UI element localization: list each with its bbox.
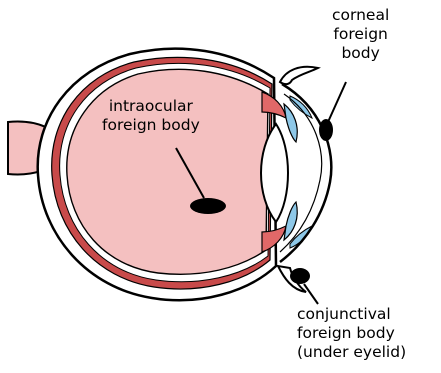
iris-bottom bbox=[284, 202, 297, 240]
corneal-pointer bbox=[328, 82, 346, 122]
intraocular-label: intraocular foreign body bbox=[102, 97, 200, 135]
intraocular-label-line-1: intraocular bbox=[102, 97, 200, 116]
intraocular-label-line-2: foreign body bbox=[102, 116, 200, 135]
corneal-label: corneal foreign body bbox=[332, 6, 389, 63]
iris-top bbox=[284, 104, 297, 142]
upper-eyelid bbox=[280, 67, 318, 84]
corneal-label-line-1: corneal bbox=[332, 6, 389, 25]
conjunctival-label-line-1: conjunctival bbox=[297, 305, 406, 324]
corneal-label-line-2: foreign bbox=[332, 25, 389, 44]
conjunctival-label-line-3: (under eyelid) bbox=[297, 343, 406, 362]
conjunctival-foreign-body bbox=[290, 268, 310, 284]
conjunctival-pointer bbox=[304, 284, 318, 304]
conjunctival-label: conjunctival foreign body (under eyelid) bbox=[297, 305, 406, 362]
intraocular-foreign-body bbox=[190, 198, 226, 214]
corneal-foreign-body bbox=[319, 119, 333, 141]
corneal-label-line-3: body bbox=[332, 44, 389, 63]
conjunctival-label-line-2: foreign body bbox=[297, 324, 406, 343]
